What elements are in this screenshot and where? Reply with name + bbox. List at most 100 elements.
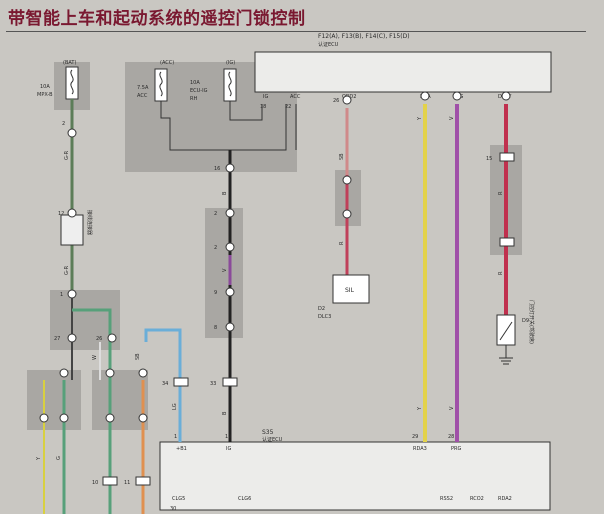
connector-number: 11	[124, 480, 130, 486]
fuse-acc	[154, 68, 168, 102]
wire-color-label: SB	[339, 153, 345, 160]
connector-dot	[67, 128, 77, 138]
fuse-mpx-b	[65, 66, 79, 100]
wire-color-label: V	[222, 268, 228, 272]
connector-number: 10	[92, 480, 98, 486]
wire-acc	[160, 101, 287, 151]
ecu-top-box	[254, 51, 552, 93]
wire-color-label: R	[498, 271, 504, 275]
connector-dot	[225, 163, 235, 173]
connector-dot	[138, 368, 148, 378]
connector-dot	[138, 413, 148, 423]
connector-number: 15	[486, 156, 492, 162]
connector-dot	[105, 413, 115, 423]
connector-number: 2	[214, 245, 217, 251]
connector-dot	[225, 287, 235, 297]
pin-label-acc: ACC	[290, 94, 301, 100]
connector-dot	[225, 208, 235, 218]
pin-number: 19	[225, 434, 231, 440]
fuse-box-label: (ACC)	[160, 60, 174, 66]
inline-connector	[222, 377, 238, 387]
fuse-name: ECU-IG	[190, 88, 208, 94]
ecu-bottom-name: 认证ECU	[262, 436, 283, 443]
pin-label-rda2: RDA2	[498, 496, 512, 502]
inline-connector	[499, 237, 515, 247]
connector-number: 26	[96, 336, 102, 342]
fuse-ecu-ig	[223, 68, 237, 102]
fuse-symbol	[70, 69, 74, 95]
connector-dot	[107, 333, 117, 343]
junction-connector	[60, 214, 84, 246]
connector-number: 2	[62, 121, 65, 127]
dlc3-sil: SIL	[345, 287, 355, 294]
fuse-box-label: (BAT)	[63, 60, 76, 66]
wire-color-label: B	[222, 191, 228, 195]
wire-color-label: G-R	[64, 265, 70, 275]
page-title: 带智能上车和起动系统的遥控门锁控制	[8, 9, 306, 29]
pin-label-rss2: RSS2	[440, 496, 453, 502]
connector-dot	[39, 413, 49, 423]
connector-dot	[342, 209, 352, 219]
connector-dot	[67, 333, 77, 343]
pin-number: 29	[412, 434, 418, 440]
connector-number: 33	[210, 381, 216, 387]
connector-dot	[225, 242, 235, 252]
wire-color-label: R	[339, 241, 345, 245]
pin-label-clg6: CLG6	[238, 496, 251, 502]
pin-number: 30	[170, 506, 176, 512]
wire-color-label: R	[498, 191, 504, 195]
connector-dot	[67, 289, 77, 299]
wire-color-label: G	[56, 456, 62, 460]
pin-number: 28	[448, 434, 454, 440]
fuse-extra: RH	[190, 96, 197, 102]
fuse-rating: 10A	[40, 84, 50, 90]
wire-color-label: G-R	[64, 150, 70, 160]
connector-dot	[501, 91, 511, 101]
wire-color-label: Y	[417, 116, 423, 121]
switch-contact	[499, 321, 513, 341]
door-switch-id: D9	[522, 318, 529, 324]
door-switch-name: 门控灯开关(驾驶席)	[528, 300, 535, 344]
junction-label: 接线连接器	[86, 210, 93, 235]
connector-dot	[342, 175, 352, 185]
dlc3-name: DLC3	[318, 314, 331, 320]
ecu-top-name: 认证ECU	[318, 41, 339, 48]
wire-color-label: V	[449, 116, 455, 120]
wire-color-label: Y	[417, 406, 423, 411]
dlc3-box	[332, 274, 370, 304]
wire-color-label: LG	[172, 403, 178, 410]
inline-connector	[135, 476, 151, 486]
wire-color-label: W	[92, 355, 98, 360]
connector-dot	[342, 95, 352, 105]
connector-number: 26	[333, 98, 339, 104]
wire-g-mid	[72, 308, 112, 514]
ecu-bottom-id: S35	[262, 429, 274, 436]
connector-dot	[67, 208, 77, 218]
connector-dot	[452, 91, 462, 101]
pin-label-ig2: IG	[226, 446, 231, 452]
inline-connector	[102, 476, 118, 486]
pin-label-rco2: RCO2	[470, 496, 484, 502]
fuse-name: ACC	[137, 93, 148, 99]
connector-number: 1	[60, 292, 63, 298]
connector-number: 27	[54, 336, 60, 342]
dlc3-id: D2	[318, 306, 325, 312]
connector-number: 8	[214, 325, 217, 331]
connector-number: 16	[214, 166, 220, 172]
pin-label-clg5: CLG5	[172, 496, 185, 502]
inline-connector	[499, 152, 515, 162]
wire-color-label: V	[449, 406, 455, 410]
fuse-symbol	[228, 71, 232, 97]
wire-color-label: Y	[36, 456, 42, 461]
wire-color-label: B	[222, 411, 228, 415]
connector-dot	[59, 413, 69, 423]
connector-dot	[420, 91, 430, 101]
fuse-box-label: (IG)	[226, 60, 235, 66]
fuse-rating: 7.5A	[137, 85, 149, 91]
junction-block-ig	[205, 208, 243, 338]
title-underline	[6, 31, 586, 32]
pin-number: 22	[285, 104, 291, 110]
junction-block-b	[92, 370, 148, 430]
